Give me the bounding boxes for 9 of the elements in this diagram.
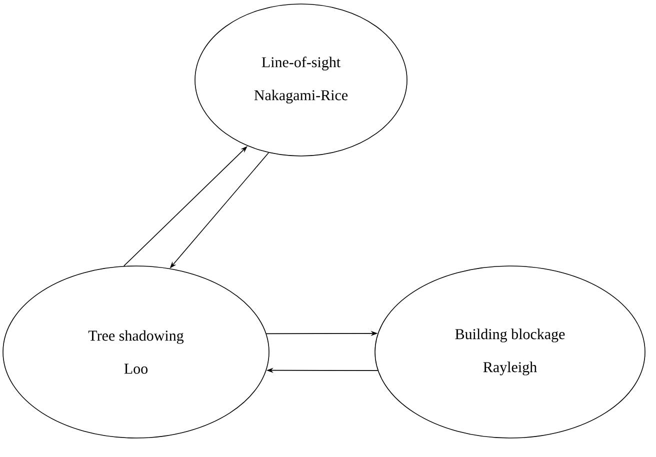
state-label: Tree shadowing — [88, 330, 184, 344]
state-label: Nakagami-Rice — [254, 90, 348, 104]
state-ellipse — [194, 4, 408, 156]
state-ellipse — [2, 266, 270, 438]
state-label: Building blockage — [455, 328, 565, 342]
state-label: Rayleigh — [483, 362, 537, 376]
state-ellipse — [374, 266, 646, 438]
state-label: Loo — [124, 364, 148, 374]
state-label: Line-of-sight — [262, 56, 340, 70]
